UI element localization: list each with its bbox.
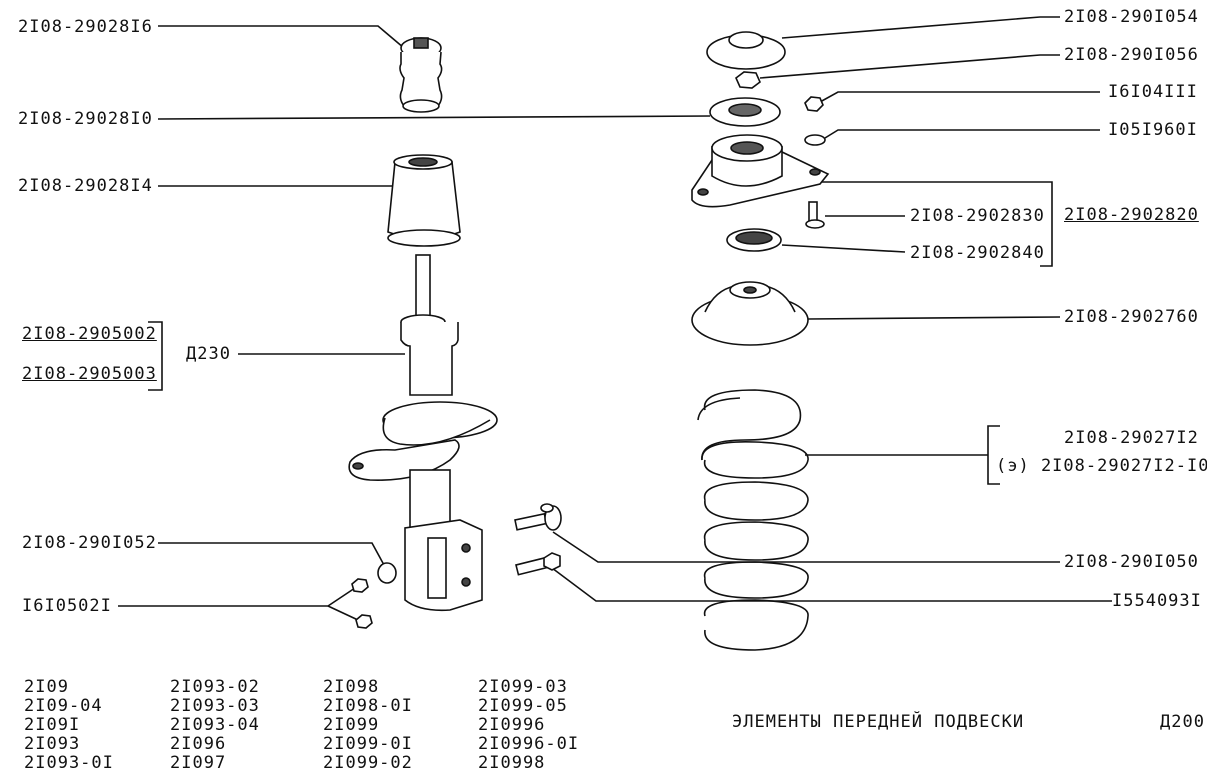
model-item: 2I0996-0I — [478, 734, 580, 754]
spring-seat-part — [691, 281, 809, 346]
model-item: 2I098 — [323, 677, 380, 697]
leader-cap — [781, 16, 1060, 39]
label-spring-alt: (э) 2I08-29027I2-I0 — [996, 456, 1207, 476]
bolt-part — [805, 201, 825, 229]
label-bolt: 2I08-2902830 — [910, 206, 1045, 226]
model-list-4: 2I099-03 2I099-05 2I0996 2I0996-0I 2I099… — [478, 678, 579, 773]
bracket-strut — [148, 321, 163, 391]
model-item: 2I0996 — [478, 715, 546, 735]
nut-side-part — [804, 96, 824, 112]
model-item: 2I0998 — [478, 753, 546, 773]
label-boot: 2I08-29028I4 — [18, 176, 153, 196]
model-item: 2I096 — [170, 734, 227, 754]
cap-part — [706, 31, 786, 70]
label-bearing-plate: 2I08-29028I0 — [18, 109, 153, 129]
label-washer: I05I960I — [1108, 120, 1198, 140]
leader-bearing-plate — [157, 115, 711, 120]
strut-part — [348, 254, 498, 612]
spring-part — [697, 389, 809, 651]
model-list-1: 2I09 2I09-04 2I09I 2I093 2I093-0I — [24, 678, 114, 773]
model-list-2: 2I093-02 2I093-03 2I093-04 2I096 2I097 — [170, 678, 260, 773]
model-item: 2I093-0I — [24, 753, 114, 773]
model-item: 2I099-02 — [323, 753, 413, 773]
label-nut-top: 2I08-290I056 — [1064, 45, 1199, 65]
label-strut-ref: Д230 — [186, 344, 231, 364]
label-cam-bolt: 2I08-290I050 — [1064, 552, 1199, 572]
bump-stop-part — [399, 37, 443, 113]
model-item: 2I09-04 — [24, 696, 103, 716]
label-bracket-plug: 2I08-290I052 — [22, 533, 157, 553]
label-bolt-long: I554093I — [1112, 591, 1202, 611]
label-bearing: 2I08-2902840 — [910, 243, 1045, 263]
model-item: 2I099-03 — [478, 677, 568, 697]
leader-bolt-long — [547, 564, 1112, 602]
label-bump-stop: 2I08-29028I6 — [18, 17, 153, 37]
label-nut-side: I6I04III — [1108, 82, 1198, 102]
model-item: 2I093 — [24, 734, 81, 754]
leader-spring-seat — [807, 316, 1061, 320]
label-strut-a: 2I08-2905002 — [22, 324, 157, 344]
label-spring-seat: 2I08-2902760 — [1064, 307, 1199, 327]
nut-small-part — [351, 578, 373, 629]
model-item: 2I097 — [170, 753, 227, 773]
label-nut-small: I6I0502I — [22, 596, 112, 616]
bearing-plate-part — [709, 97, 781, 127]
model-item: 2I099 — [323, 715, 380, 735]
page-title: ЭЛЕМЕНТЫ ПЕРЕДНЕЙ ПОДВЕСКИ — [732, 712, 1025, 732]
leader-bearing — [781, 244, 906, 253]
bracket-plug-part — [377, 562, 397, 584]
sheet-number: Д200 — [1160, 712, 1205, 732]
model-item: 2I09I — [24, 715, 81, 735]
model-item: 2I093-04 — [170, 715, 260, 735]
bolt-long-part — [515, 552, 561, 576]
model-item: 2I093-03 — [170, 696, 260, 716]
leader-nut-top — [759, 54, 1060, 79]
model-item: 2I093-02 — [170, 677, 260, 697]
leader-bracket-plug — [158, 542, 385, 566]
leader-nut-small — [118, 587, 356, 607]
nut-top-part — [735, 71, 761, 89]
bracket-support — [800, 181, 1053, 267]
bearing-part — [726, 228, 782, 252]
label-cap: 2I08-290I054 — [1064, 7, 1199, 27]
leader-cam-bolt — [552, 531, 1060, 563]
label-spring: 2I08-29027I2 — [1064, 428, 1199, 448]
model-list-3: 2I098 2I098-0I 2I099 2I099-0I 2I099-02 — [323, 678, 413, 773]
leader-nut-side — [819, 91, 1100, 103]
label-strut-b: 2I08-2905003 — [22, 364, 157, 384]
cam-bolt-part — [514, 503, 562, 531]
boot-part — [387, 154, 461, 247]
model-item: 2I099-0I — [323, 734, 413, 754]
leader-washer — [824, 129, 1100, 139]
model-item: 2I099-05 — [478, 696, 568, 716]
leader-bump-stop — [158, 25, 405, 49]
support-assembly-part — [691, 134, 830, 208]
model-item: 2I098-0I — [323, 696, 413, 716]
label-support-assembly: 2I08-2902820 — [1064, 205, 1199, 225]
model-item: 2I09 — [24, 677, 69, 697]
washer-part — [804, 134, 826, 146]
